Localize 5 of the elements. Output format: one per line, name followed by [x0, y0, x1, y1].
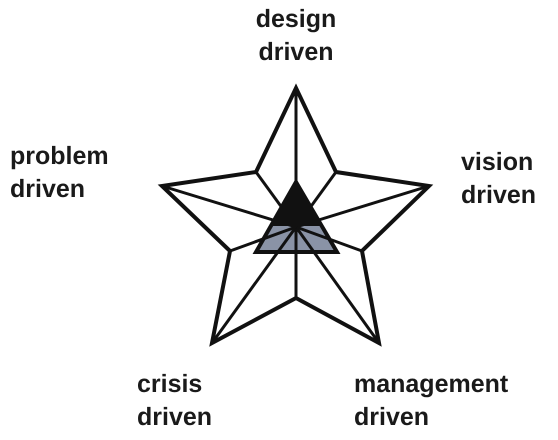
category-label: problem driven [10, 141, 110, 205]
category-label: management driven [354, 369, 510, 433]
category-label: design driven [254, 4, 338, 68]
category-label: crisis driven [137, 369, 214, 433]
category-label: vision driven [461, 147, 538, 211]
